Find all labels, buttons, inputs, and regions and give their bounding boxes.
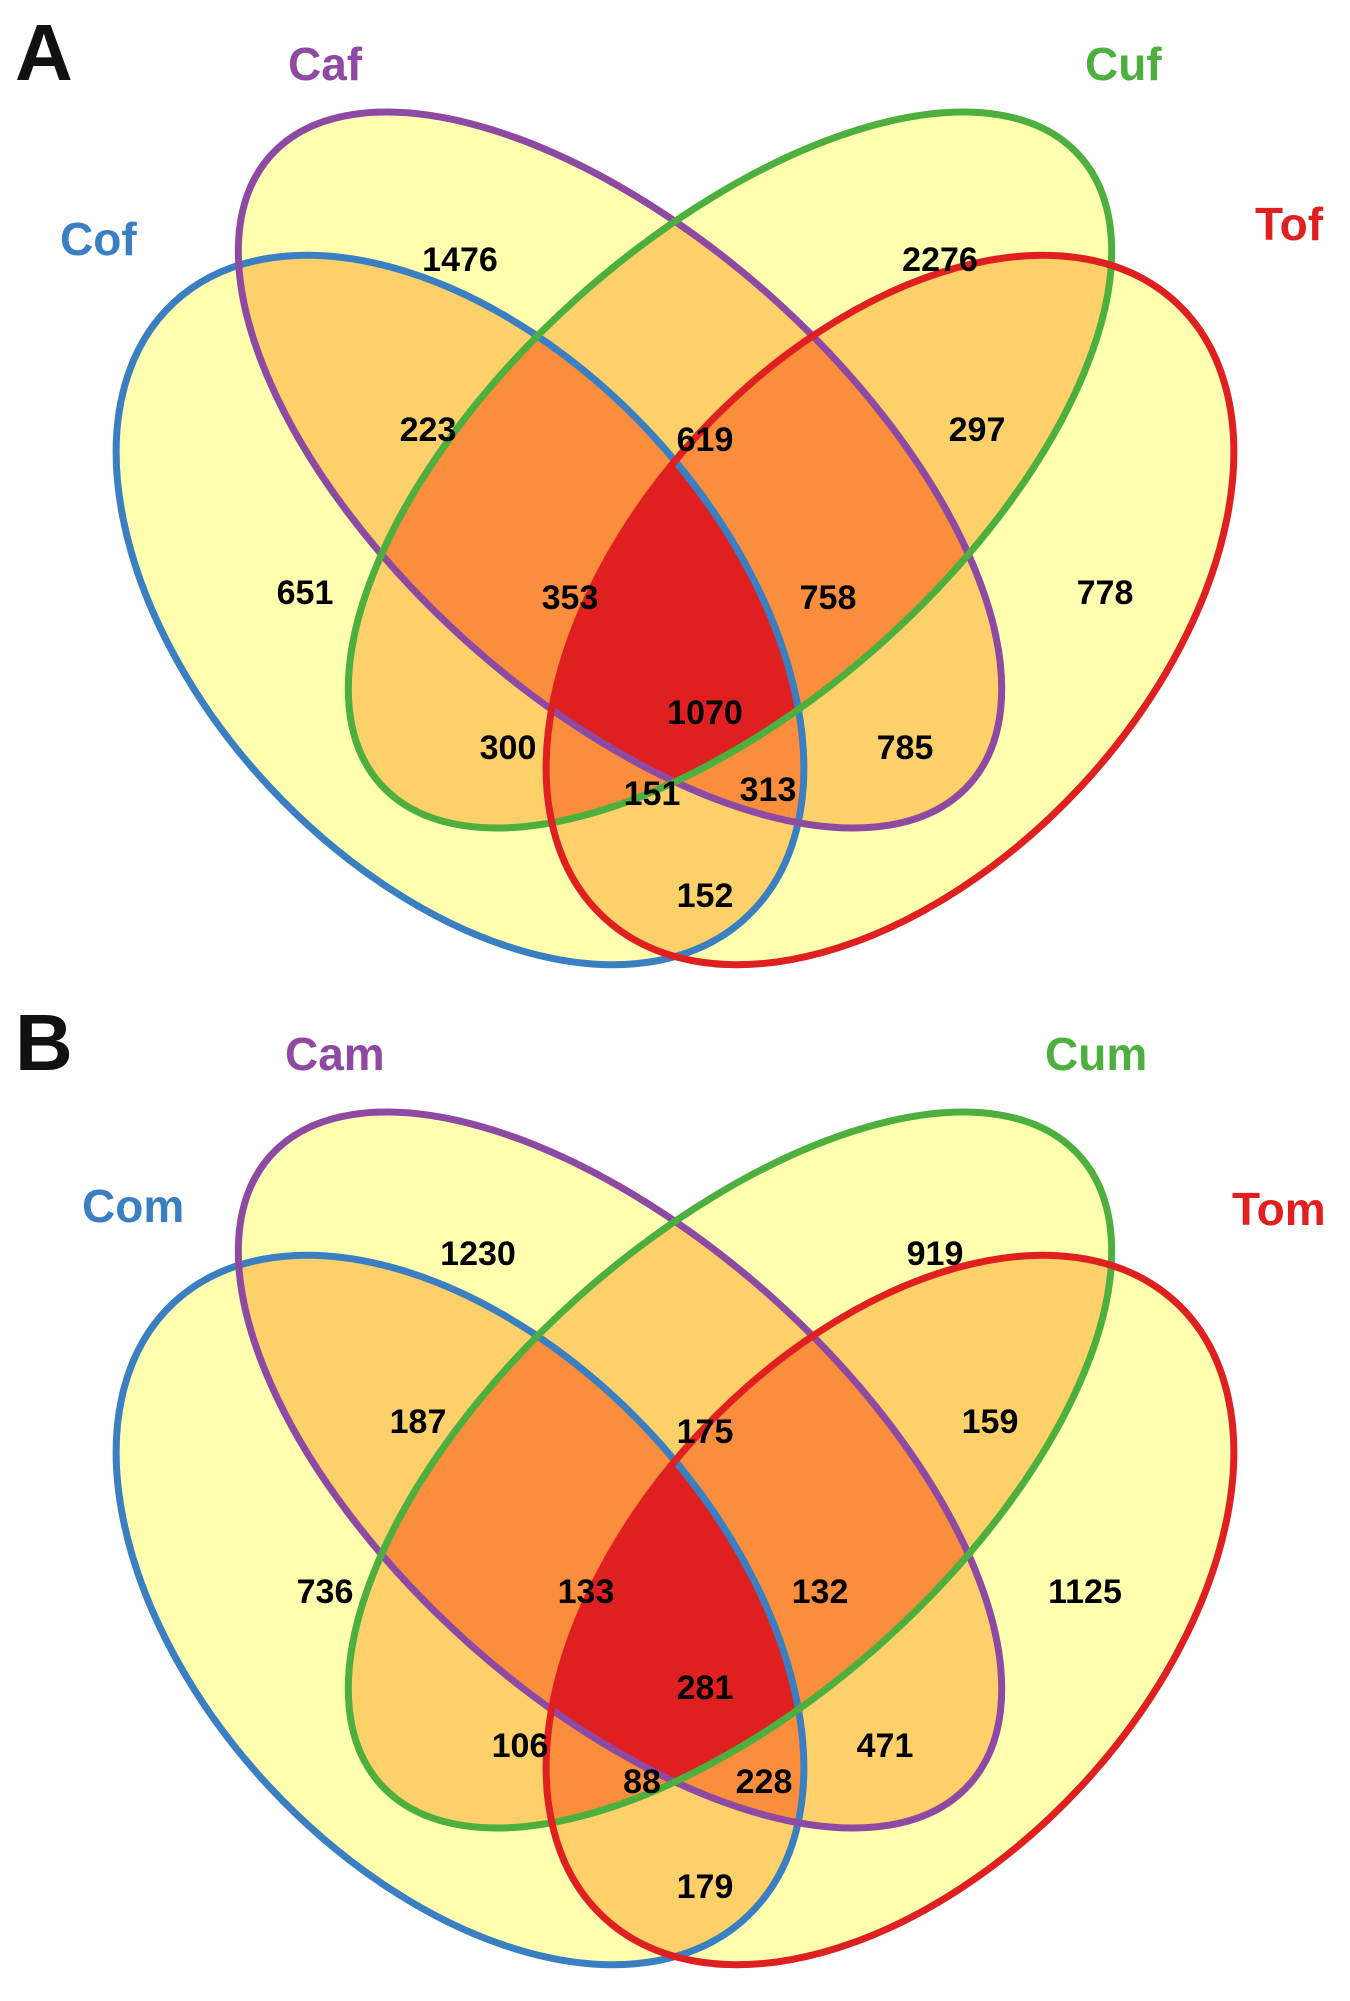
count-caf-tof: 785 bbox=[877, 729, 934, 767]
set-label-com: Com bbox=[82, 1180, 184, 1232]
count-tom-only: 1125 bbox=[1048, 1573, 1122, 1611]
b-set-outline-tom bbox=[542, 1251, 1238, 1969]
venn-diagram-a: A Cof Caf Cuf Tof 651 1476 2276 778 223 … bbox=[0, 0, 1350, 1000]
count-tof-only: 778 bbox=[1077, 574, 1134, 612]
count-cof-cuf-tof: 151 bbox=[624, 775, 681, 813]
count-cof-caf: 223 bbox=[400, 411, 457, 449]
set-label-cof: Cof bbox=[60, 213, 137, 265]
set-label-cum: Cum bbox=[1045, 1028, 1147, 1080]
count-cum-tom: 159 bbox=[962, 1403, 1019, 1441]
count-cuf-only: 2276 bbox=[902, 241, 978, 279]
count-com-cum: 106 bbox=[492, 1727, 549, 1765]
count-cuf-tof: 297 bbox=[949, 411, 1006, 449]
count-cof-cuf: 300 bbox=[480, 729, 537, 767]
b-set-outline-cum bbox=[344, 1108, 1116, 1832]
set-label-cam: Cam bbox=[285, 1028, 385, 1080]
count-cof-caf-tof: 313 bbox=[740, 771, 797, 809]
count-cam-cum: 175 bbox=[677, 1413, 734, 1451]
count-cof-caf-cuf: 353 bbox=[542, 579, 599, 617]
count-caf-cuf: 619 bbox=[677, 421, 734, 459]
count-cum-only: 919 bbox=[907, 1235, 964, 1273]
count-caf-cuf-tof: 758 bbox=[800, 579, 857, 617]
panel-letter-a: A bbox=[15, 8, 73, 97]
count-all-four-b: 281 bbox=[677, 1669, 734, 1707]
set-label-tof: Tof bbox=[1255, 198, 1324, 250]
count-com-tom: 179 bbox=[677, 1868, 734, 1906]
count-cof-only: 651 bbox=[277, 574, 334, 612]
count-cam-tom: 471 bbox=[857, 1727, 914, 1765]
set-label-tom: Tom bbox=[1232, 1183, 1326, 1235]
a-set-outline-cof bbox=[112, 251, 808, 969]
count-caf-only: 1476 bbox=[422, 241, 498, 279]
a-set-outline-tof bbox=[542, 251, 1238, 969]
count-com-only: 736 bbox=[297, 1573, 354, 1611]
panel-letter-b: B bbox=[15, 1000, 73, 1087]
count-all-four: 1070 bbox=[667, 694, 743, 732]
set-label-caf: Caf bbox=[288, 38, 363, 90]
b-set-outline-com bbox=[112, 1251, 808, 1969]
b-set-outline-cam bbox=[234, 1108, 1006, 1832]
count-com-cam-tom: 228 bbox=[736, 1763, 793, 1801]
count-com-cam: 187 bbox=[390, 1403, 447, 1441]
count-cof-tof: 152 bbox=[677, 877, 734, 915]
count-cam-only: 1230 bbox=[440, 1235, 516, 1273]
count-cam-cum-tom: 132 bbox=[792, 1573, 849, 1611]
a-set-outline-caf bbox=[234, 108, 1006, 832]
set-label-cuf: Cuf bbox=[1085, 38, 1162, 90]
a-set-outline-cuf bbox=[344, 108, 1116, 832]
venn-diagram-b: B Com Cam Cum Tom 736 1230 919 1125 187 … bbox=[0, 1000, 1350, 2001]
count-com-cam-cum: 133 bbox=[558, 1573, 615, 1611]
count-com-cum-tom: 88 bbox=[623, 1763, 661, 1801]
